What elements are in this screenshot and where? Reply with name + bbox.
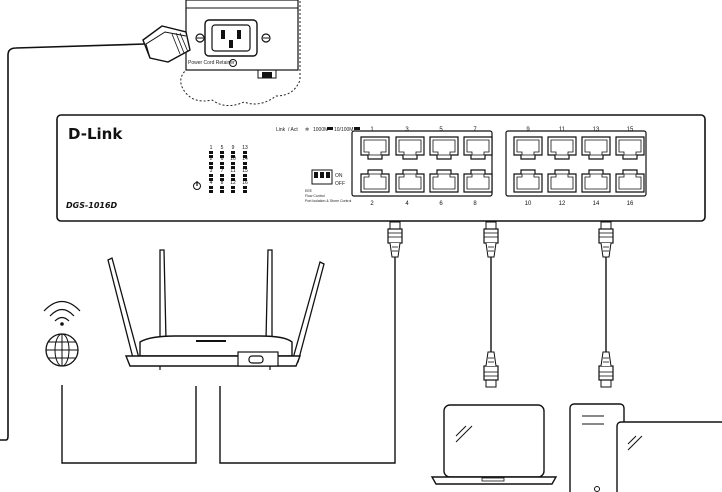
status-led [243,155,247,158]
led-number: 4 [210,180,213,186]
status-led [209,190,213,193]
status-led [209,155,213,158]
port-number-top: 3 [405,127,409,133]
status-led [243,151,247,154]
desktop-computer [569,403,722,492]
cable-port-2 [219,221,403,464]
status-led [243,190,247,193]
status-led [220,162,224,165]
status-led [220,178,224,181]
power-cord-retainer-label: Power Cord Retainer [188,60,235,66]
led-number: 6 [221,156,224,162]
power-cord-line [0,43,146,441]
led-number: 3 [210,168,213,174]
port-number-bottom: 10 [525,201,532,207]
status-led [220,186,224,189]
status-led [243,178,247,181]
status-led [243,162,247,165]
port-number-top: 5 [439,127,443,133]
port-number-bottom: 12 [559,201,566,207]
laptop-device [430,404,558,485]
port-number-top: 13 [593,127,600,133]
legend-10100-led [354,127,360,130]
status-led [231,186,235,189]
port-number-bottom: 6 [439,201,443,207]
status-led [231,162,235,165]
legend-1000: 1000M [313,127,328,133]
port-number-top: 9 [526,127,530,133]
status-led [243,186,247,189]
port-number-bottom: 4 [405,201,409,207]
router-button [248,355,264,364]
port-number-bottom: 8 [473,201,477,207]
status-led [209,162,213,165]
model-label: DGS-1016D [66,201,118,210]
dip-off-label: OFF [335,181,345,187]
dip-switch[interactable]: ON OFF EEE Flow Control Port Isolation &… [305,169,352,203]
led-number: 2 [210,156,213,162]
led-number: 9 [232,145,235,151]
status-led [220,174,224,177]
legend-act: / Act [288,127,298,133]
port-number-bottom: 16 [627,201,634,207]
dip-label-3: Port Isolation & Storm Control [305,199,352,203]
wan-cable [61,385,197,464]
led-number: 13 [242,145,248,151]
status-led [220,155,224,158]
status-led [220,190,224,193]
status-led [209,166,213,169]
brand-logo: D-Link [68,125,123,143]
status-led [231,178,235,181]
port-number-top: 7 [473,127,477,133]
dip-label-2: Flow Control [305,194,325,198]
power-inset: Power Cord Retainer [180,0,301,106]
led-number: 14 [242,156,248,162]
status-led [209,178,213,181]
led-number: 16 [242,180,248,186]
status-led [209,151,213,154]
internet-globe-icon [43,300,81,367]
led-number: 5 [221,145,224,151]
dip-on-label: ON [335,173,343,179]
led-number: 11 [230,168,235,174]
status-led [243,174,247,177]
status-led [243,166,247,169]
led-number: 15 [242,168,248,174]
led-number: 8 [221,180,224,186]
legend-link: Link [276,127,286,133]
status-led [209,174,213,177]
status-led [231,174,235,177]
status-led [231,151,235,154]
power-plug [142,25,191,63]
legend-act-icon: ✲ [305,127,309,133]
led-number: 1 [210,145,213,151]
status-led [220,151,224,154]
led-number: 12 [230,180,236,186]
status-led [220,166,224,169]
led-number: 10 [230,156,236,162]
legend-10100: 10/100M [334,127,353,133]
cable-port-6 [483,221,499,387]
led-number: 7 [221,168,224,174]
dip-label-1: EEE [305,189,313,193]
port-number-bottom: 2 [370,201,374,207]
legend-1000-led [327,127,333,130]
router-logo [196,340,226,342]
port-number-bottom: 14 [593,201,600,207]
status-led [209,186,213,189]
router-device [107,249,325,370]
port-number-top: 1 [370,127,374,133]
power-icon [193,181,201,190]
status-led [231,190,235,193]
port-number-top: 15 [627,127,634,133]
cable-port-14 [598,221,614,387]
port-number-top: 11 [559,127,566,133]
status-led [231,166,235,169]
status-led [231,155,235,158]
